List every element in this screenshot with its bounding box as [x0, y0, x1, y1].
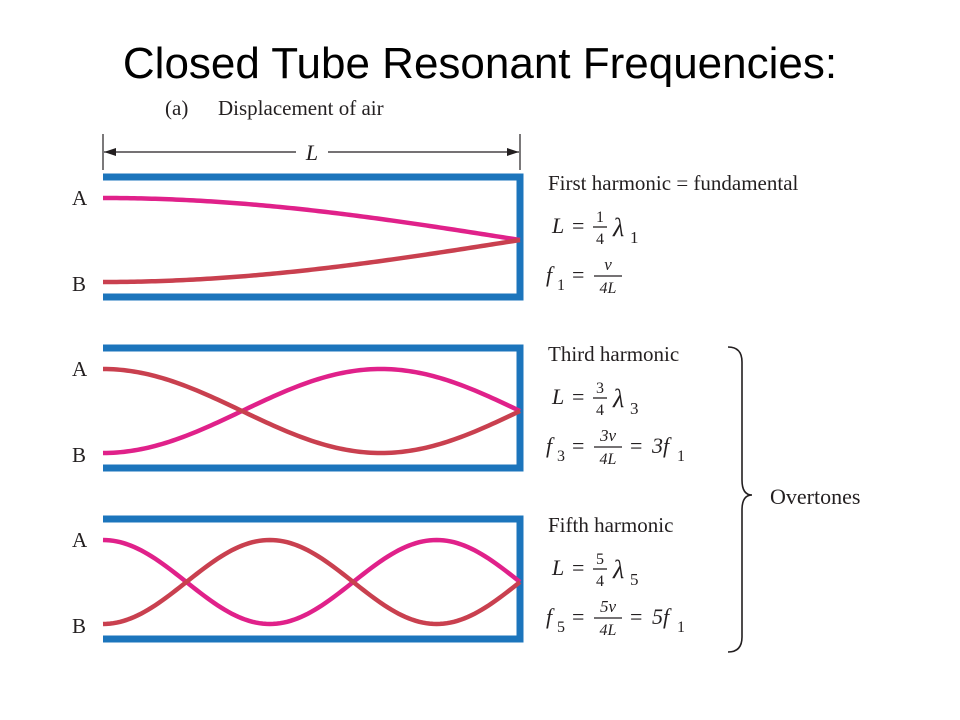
displacement-curve-b	[103, 237, 521, 285]
equals-sign: =	[572, 262, 584, 287]
frequency-subscript: 1	[557, 277, 565, 294]
equals-sign-tail: =	[630, 433, 642, 458]
end-label-a: A	[72, 186, 88, 210]
dimension-label: L	[305, 140, 318, 165]
harmonic-name: Fifth harmonic	[548, 513, 673, 537]
fraction-numerator: 1	[596, 209, 604, 226]
displacement-curve-b	[102, 537, 522, 627]
figure-caption: Displacement of air	[218, 96, 384, 120]
fraction-denominator: 4L	[600, 451, 617, 468]
lambda-subscript: 3	[630, 399, 639, 418]
slide-title: Closed Tube Resonant Frequencies:	[122, 39, 838, 88]
panel-label: (a)	[165, 96, 188, 120]
dimension-arrow-right	[507, 148, 519, 156]
length-symbol: L	[551, 213, 564, 238]
equals-sign-tail: =	[630, 604, 642, 629]
equals-sign: =	[572, 604, 584, 629]
end-label-b: B	[72, 443, 86, 467]
frequency-symbol: f	[546, 262, 555, 287]
fundamental-subscript: 1	[677, 619, 685, 636]
displacement-curve-a	[102, 366, 521, 456]
fraction-denominator: 4L	[600, 280, 617, 297]
dimension-arrow-left	[104, 148, 116, 156]
displacement-curve-a	[103, 195, 521, 243]
equals-sign: =	[572, 433, 584, 458]
length-dimension: L	[102, 134, 521, 170]
fraction-numerator: 3	[596, 380, 604, 397]
length-symbol: L	[551, 555, 564, 580]
lambda-symbol: λ	[612, 213, 624, 242]
end-label-a: A	[72, 357, 88, 381]
lambda-subscript: 5	[630, 570, 639, 589]
lambda-symbol: λ	[612, 384, 624, 413]
frequency-subscript: 5	[557, 619, 565, 636]
end-label-b: B	[72, 614, 86, 638]
tube-outline	[103, 344, 524, 472]
fraction-denominator: 4	[596, 231, 604, 248]
end-label-b: B	[72, 272, 86, 296]
lambda-symbol: λ	[612, 555, 624, 584]
fundamental-subscript: 1	[677, 448, 685, 465]
equals-sign: =	[572, 213, 584, 238]
equals-sign: =	[572, 384, 584, 409]
fraction-denominator: 4	[596, 573, 604, 590]
tube-outline	[103, 173, 524, 301]
end-label-a: A	[72, 528, 88, 552]
fraction-numerator: 3v	[599, 426, 617, 445]
harmonic-name: Third harmonic	[548, 342, 679, 366]
fundamental-multiple: 5f	[652, 604, 672, 629]
equals-sign: =	[572, 555, 584, 580]
harmonic-name: First harmonic = fundamental	[548, 171, 799, 195]
overtones-label: Overtones	[770, 484, 860, 509]
fraction-numerator: v	[604, 255, 612, 274]
fraction-numerator: 5	[596, 551, 604, 568]
fundamental-multiple: 3f	[651, 433, 672, 458]
fraction-denominator: 4L	[600, 622, 617, 639]
lambda-subscript: 1	[630, 228, 639, 247]
tube-outline	[103, 515, 524, 643]
fraction-denominator: 4	[596, 402, 604, 419]
displacement-curve-a	[102, 537, 522, 627]
displacement-curve-b	[102, 366, 521, 456]
frequency-symbol: f	[546, 433, 555, 458]
fraction-numerator: 5v	[600, 597, 617, 616]
frequency-symbol: f	[546, 604, 555, 629]
frequency-subscript: 3	[557, 448, 565, 465]
overtones-brace	[727, 346, 753, 653]
length-symbol: L	[551, 384, 564, 409]
